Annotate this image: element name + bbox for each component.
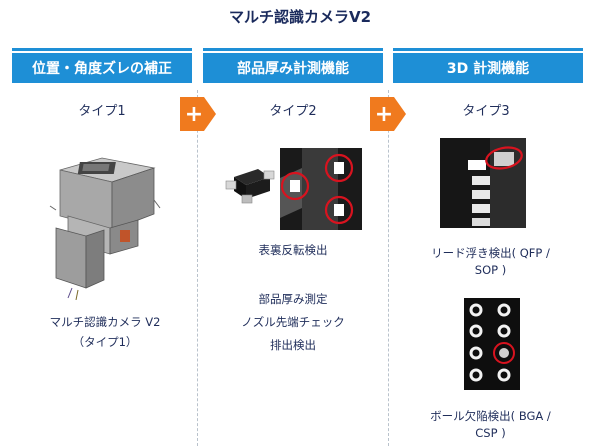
plus-symbol: + — [375, 102, 393, 127]
camera-image — [49, 157, 161, 300]
column-header-correction: 位置・角度ズレの補正 — [12, 53, 192, 83]
caption-camera-type: （タイプ1） — [72, 335, 138, 349]
plus-symbol: + — [185, 102, 203, 127]
caption-flip-detection: 表裏反転検出 — [258, 243, 328, 257]
caption-ball-defect-cont: CSP ) — [475, 426, 506, 440]
chip-component-image — [225, 169, 275, 204]
caption-thickness: 部品厚み測定 — [258, 292, 328, 306]
type-label-3: タイプ3 — [462, 104, 510, 119]
caption-discharge: 排出検出 — [270, 338, 316, 352]
column-divider — [197, 90, 198, 446]
flip-detection-image — [280, 148, 362, 230]
column-header-3d: 3D 計測機能 — [393, 53, 583, 83]
caption-camera-name: マルチ認識カメラ V2 — [49, 315, 161, 329]
column-divider — [388, 90, 389, 446]
caption-nozzle-check: ノズル先端チェック — [241, 315, 345, 329]
caption-lead-lift: リード浮き検出( QFP / — [431, 246, 550, 260]
caption-ball-defect: ボール欠陥検出( BGA / — [430, 409, 551, 423]
plus-arrow-icon: + — [180, 97, 216, 131]
plus-arrow-icon: + — [370, 97, 406, 131]
page-title: マルチ認識カメラV2 — [228, 8, 372, 26]
type-label-2: タイプ2 — [269, 104, 317, 119]
ball-defect-image — [464, 298, 520, 390]
lead-lift-image — [440, 138, 526, 228]
type-label-1: タイプ1 — [78, 104, 126, 119]
header-underline-3 — [393, 48, 583, 51]
header-underline-1 — [12, 48, 192, 51]
caption-lead-lift-cont: SOP ) — [474, 263, 507, 277]
header-underline-2 — [203, 48, 383, 51]
column-header-thickness: 部品厚み計測機能 — [203, 53, 383, 83]
